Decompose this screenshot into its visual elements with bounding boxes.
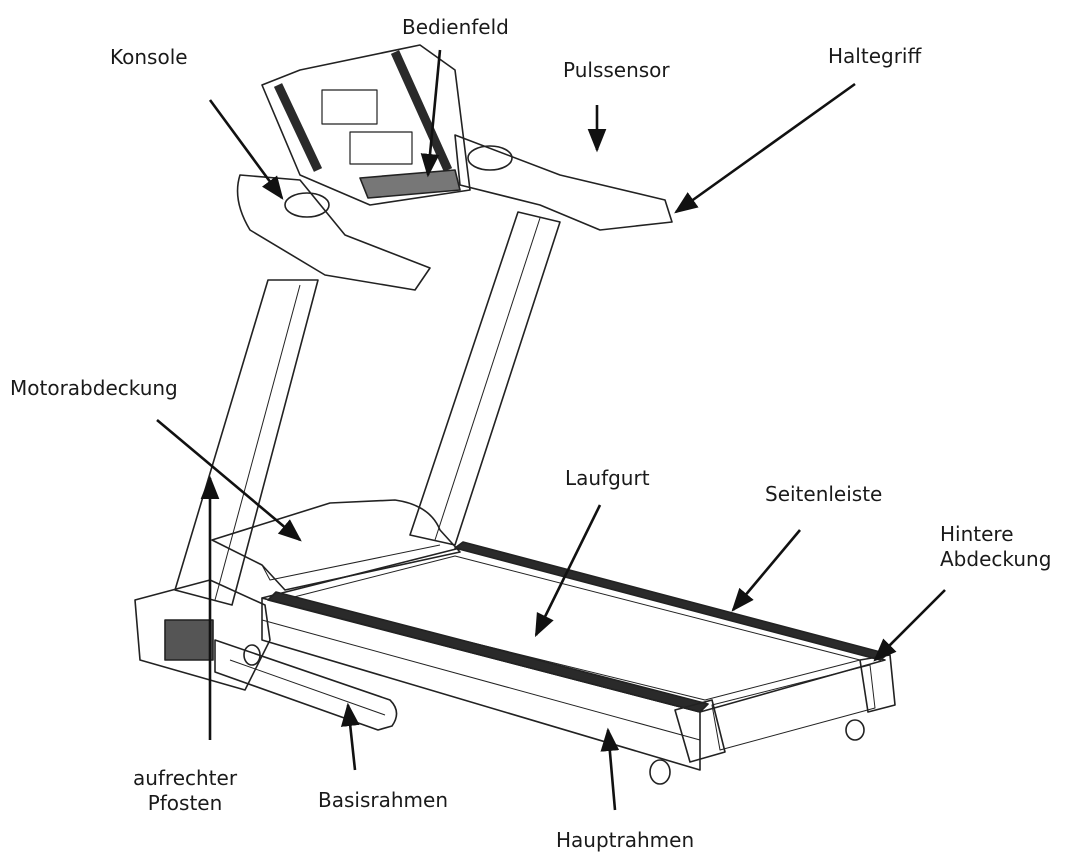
console-body: [261, 44, 471, 206]
label-hintere-abdeckung-line1: Hintere: [940, 522, 1014, 546]
label-basisrahmen: Basisrahmen: [318, 788, 448, 812]
label-laufgurt: Laufgurt: [565, 466, 650, 490]
arrow-hintere-abdeckung: [873, 589, 946, 662]
main-frame: [261, 597, 701, 771]
side-rail-left-stripe: [267, 591, 709, 713]
label-konsole: Konsole: [110, 45, 188, 69]
label-bedienfeld: Bedienfeld: [402, 15, 509, 39]
base-frame: [214, 639, 398, 731]
arrow-laufgurt: [534, 504, 602, 638]
upright-post-right: [409, 211, 561, 546]
treadmill-illustration: [134, 44, 896, 785]
upright-post-left: [174, 279, 319, 606]
label-aufrechter-pfosten-line2: Pfosten: [147, 791, 223, 815]
label-aufrechter-pfosten: aufrechter Pfosten: [120, 766, 250, 816]
handlebar-right: [454, 134, 673, 231]
label-seitenleiste: Seitenleiste: [765, 482, 883, 506]
arrow-basisrahmen: [340, 702, 360, 771]
label-hintere-abdeckung: Hintere Abdeckung: [940, 522, 1051, 572]
rear-roller: [711, 664, 876, 751]
label-hauptrahmen: Hauptrahmen: [556, 828, 695, 852]
label-motorabdeckung: Motorabdeckung: [10, 376, 178, 400]
arrow-seitenleiste: [731, 529, 801, 612]
rear-cap-right: [859, 654, 896, 713]
motor-cover: [211, 499, 461, 591]
handlebar-left: [236, 174, 431, 291]
arrow-hauptrahmen: [600, 727, 620, 811]
label-pulssensor: Pulssensor: [563, 58, 670, 82]
arrow-bedienfeld: [420, 49, 442, 178]
label-aufrechter-pfosten-line1: aufrechter: [132, 766, 238, 790]
callout-arrows: [156, 49, 946, 811]
label-haltegriff: Haltegriff: [828, 44, 922, 68]
arrow-motorabdeckung: [156, 419, 302, 542]
arrow-haltegriff: [674, 82, 856, 214]
rear-cap-left: [674, 699, 726, 763]
arrow-konsole: [208, 99, 284, 200]
label-hintere-abdeckung-line2: Abdeckung: [940, 547, 1052, 571]
side-rail-right-stripe: [454, 541, 889, 661]
